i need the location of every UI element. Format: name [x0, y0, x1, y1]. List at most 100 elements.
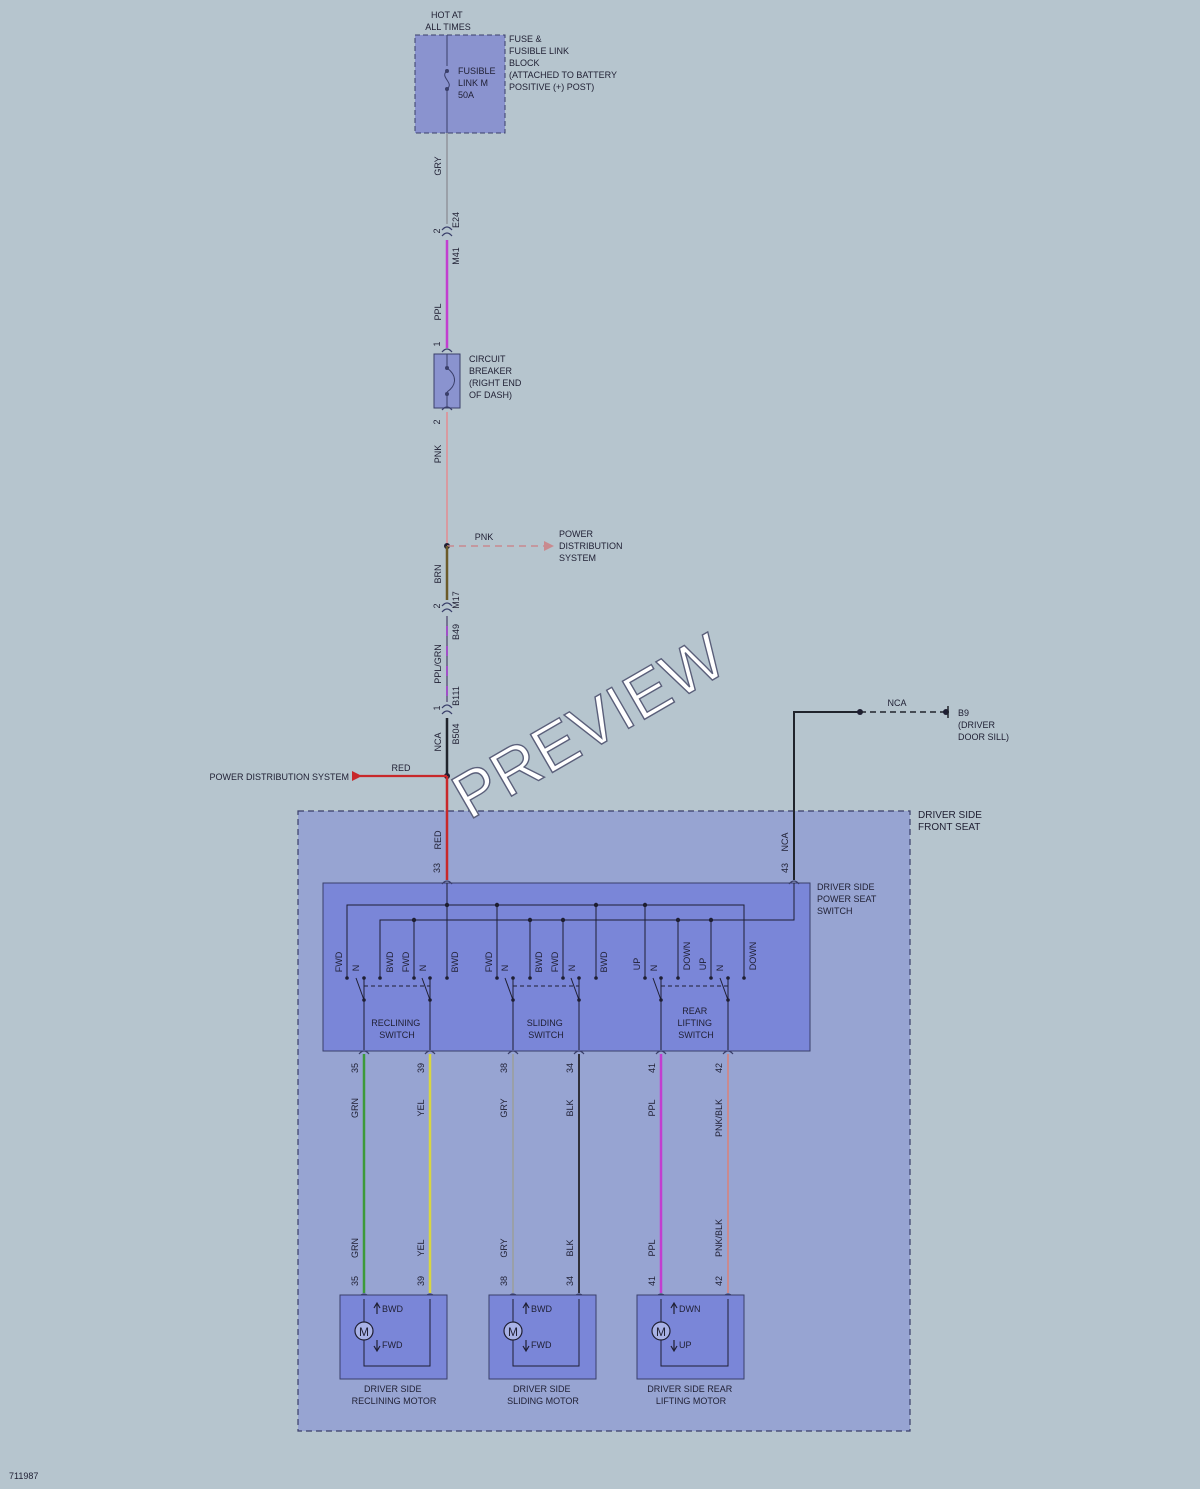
contact-label: UP: [632, 958, 642, 971]
connector-b504-label: B504: [451, 723, 461, 744]
contact-label: FWD: [484, 951, 494, 972]
connector-b111-b504: [441, 704, 453, 715]
reclining-contact-labels: FWD N BWD FWD N BWD: [334, 951, 460, 972]
wire-nca-ground-label: NCA: [780, 832, 790, 851]
motor-down-label: FWD: [382, 1340, 403, 1350]
ground-label: B9 (DRIVER DOOR SILL): [958, 708, 1009, 742]
pin-33: 33: [432, 863, 442, 873]
contact-label: DOWN: [748, 942, 758, 971]
contact-label: UP: [698, 958, 708, 971]
fuse-block-caption: FUSE & FUSIBLE LINK BLOCK (ATTACHED TO B…: [509, 34, 619, 92]
connector-m41-label: M41: [451, 247, 461, 265]
wire-nca-branch-label: NCA: [887, 698, 906, 708]
color-label: GRY: [499, 1098, 509, 1117]
fusible-link-symbol: [444, 35, 450, 133]
pin-43: 43: [780, 863, 790, 873]
connector-b111-label: B111: [451, 686, 461, 706]
connector-e24-m41: [441, 226, 453, 237]
wire-nca-main-label: NCA: [433, 732, 443, 751]
connector-m17-label: M17: [451, 591, 461, 609]
lifting-motor: M DWN UP: [636, 1294, 745, 1380]
pin-label: 38: [499, 1063, 509, 1073]
color-label: YEL: [416, 1099, 426, 1116]
connector-e24-pin: 2: [432, 228, 442, 233]
lifting-motor-label: DRIVER SIDE REAR LIFTING MOTOR: [647, 1384, 735, 1406]
connector-b111-pin: 1: [432, 705, 442, 710]
wire-red-branch-label: RED: [391, 763, 411, 773]
motor-wire-42: 42 PNK/BLK PNK/BLK 42: [714, 1050, 734, 1298]
pin-label: 41: [647, 1276, 657, 1286]
motor-up-label: DWN: [679, 1304, 701, 1314]
color-label: GRN: [350, 1098, 360, 1118]
sliding-motor: M BWD FWD: [488, 1294, 597, 1380]
connector-m17-b49: [441, 602, 453, 613]
color-label: BLK: [565, 1099, 575, 1116]
sliding-switch: [496, 970, 597, 1050]
pin-label: 38: [499, 1276, 509, 1286]
lifting-contact-labels: UP N DOWN UP N DOWN: [632, 942, 758, 972]
contact-label: BWD: [385, 951, 395, 972]
pin-label: 35: [350, 1063, 360, 1073]
motor-down-label: UP: [679, 1340, 692, 1350]
wire-nca-ground: [793, 711, 860, 880]
switch-top-connectors: [441, 880, 800, 885]
sliding-motor-label: DRIVER SIDE SLIDING MOTOR: [507, 1384, 579, 1406]
wire-gry-label: GRY: [433, 156, 443, 175]
pin-label: 34: [565, 1276, 575, 1286]
lifting-switch-label: REAR LIFTING SWITCH: [677, 1006, 714, 1040]
wire-brn-label: BRN: [433, 564, 443, 583]
motor-symbol: M: [508, 1325, 518, 1339]
reclining-motor: M BWD FWD: [339, 1294, 448, 1380]
pin-label: 42: [714, 1276, 724, 1286]
color-label: PPL: [647, 1239, 657, 1256]
sliding-contact-labels: FWD N BWD FWD N BWD: [484, 951, 609, 972]
power-seat-switch: [322, 882, 811, 1052]
wire-ppl-label: PPL: [433, 303, 443, 320]
motor-up-label: BWD: [531, 1304, 552, 1314]
fusible-link-label: FUSIBLE LINK M 50A: [458, 66, 498, 100]
pin-label: 39: [416, 1063, 426, 1073]
connector-e24-label: E24: [451, 212, 461, 228]
preview-watermark: PREVIEW: [440, 619, 738, 832]
color-label: PNK/BLK: [714, 1219, 724, 1257]
switch-internal-bus: [346, 883, 795, 970]
color-label: YEL: [416, 1239, 426, 1256]
color-label: BLK: [565, 1239, 575, 1256]
contact-label: N: [567, 965, 577, 972]
contact-label: BWD: [450, 951, 460, 972]
motor-up-label: BWD: [382, 1304, 403, 1314]
sliding-switch-nodes: [495, 976, 598, 1002]
reclining-switch-nodes: [345, 976, 449, 1002]
pin-label: 39: [416, 1276, 426, 1286]
power-distribution-right: POWER DISTRIBUTION SYSTEM: [559, 529, 625, 563]
contact-label: N: [649, 965, 659, 972]
sliding-switch-label: SLIDING SWITCH: [527, 1018, 566, 1040]
color-label: PNK/BLK: [714, 1099, 724, 1137]
breaker-pin-top: 1: [432, 341, 442, 346]
pin-label: 34: [565, 1063, 575, 1073]
reclining-motor-label: DRIVER SIDE RECLINING MOTOR: [352, 1384, 437, 1406]
motor-wire-34: 34 BLK BLK 34: [565, 1050, 585, 1298]
ground-symbol: [940, 706, 949, 718]
pin-label: 41: [647, 1063, 657, 1073]
contact-label: N: [351, 965, 361, 972]
motor-wire-41: 41 PPL PPL 41: [647, 1050, 667, 1298]
bus-junctions: [411, 902, 714, 923]
motor-symbol: M: [359, 1325, 369, 1339]
power-seat-switch-label: DRIVER SIDE POWER SEAT SWITCH: [817, 882, 879, 916]
front-seat-label: DRIVER SIDE FRONT SEAT: [918, 810, 985, 833]
wire-pnk-branch-label: PNK: [475, 532, 494, 542]
wire-pnk-label: PNK: [433, 445, 443, 464]
pin-label: 35: [350, 1276, 360, 1286]
pin-label: 42: [714, 1063, 724, 1073]
color-label: GRY: [499, 1238, 509, 1257]
connector-m17-pin: 2: [432, 603, 442, 608]
fuse-block: [414, 34, 506, 134]
hot-at-all-times-label: HOT AT ALL TIMES: [425, 10, 471, 32]
figure-id: 711987: [9, 1471, 38, 1481]
wire-red-main-label: RED: [433, 830, 443, 850]
motor-symbol: M: [656, 1325, 666, 1339]
contact-label: DOWN: [682, 942, 692, 971]
circuit-breaker-label: CIRCUIT BREAKER (RIGHT END OF DASH): [469, 354, 524, 400]
